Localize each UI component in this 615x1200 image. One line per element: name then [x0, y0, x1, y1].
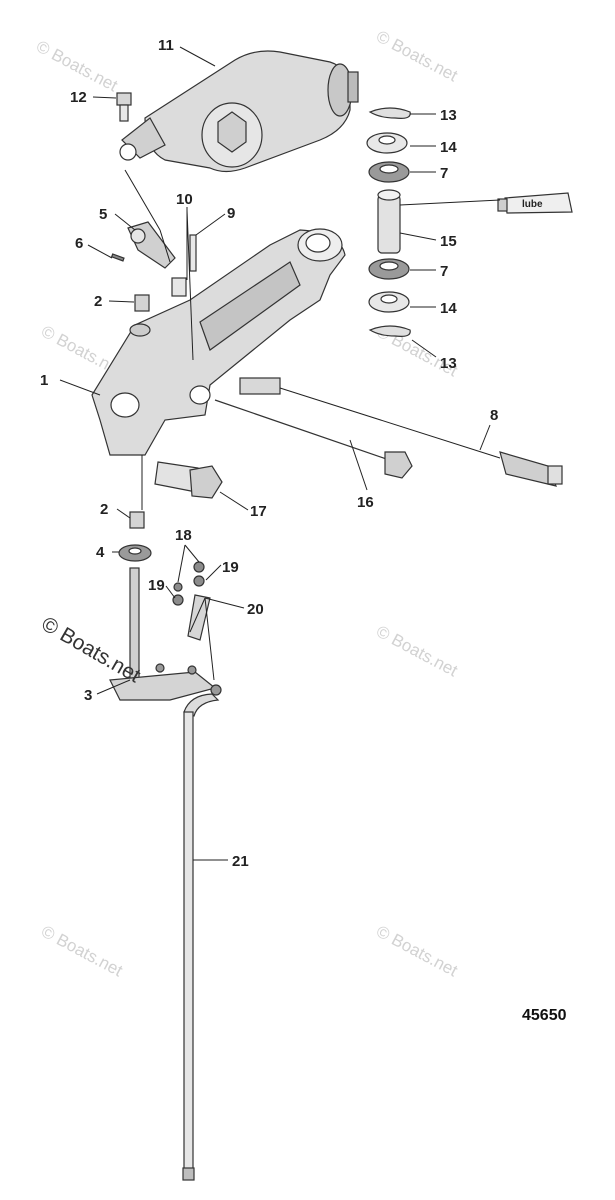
sleeve-bolt: [154, 461, 223, 499]
sensor-cable: [239, 377, 563, 487]
shift-rod: [182, 684, 222, 1181]
callout-1: 1: [40, 372, 48, 389]
watermark: © Boats.net: [373, 27, 461, 86]
watermark: © Boats.net: [33, 37, 121, 96]
callout-19: 19: [222, 559, 239, 576]
callout-2: 2: [94, 293, 102, 310]
watermark-overlay: © Boats.net: [38, 612, 145, 687]
callout-7: 7: [440, 165, 448, 182]
lube-label: lube: [522, 199, 543, 210]
callout-14: 14: [440, 300, 457, 317]
callout-8: 8: [490, 407, 498, 424]
lube-tube: lube: [497, 192, 573, 214]
callout-15: 15: [440, 233, 457, 250]
callout-21: 21: [232, 853, 249, 870]
callout-17: 17: [250, 503, 267, 520]
callout-10: 10: [176, 191, 193, 208]
watermark: © Boats.net: [373, 922, 461, 981]
callout-7: 7: [440, 263, 448, 280]
callout-4: 4: [96, 544, 105, 561]
callout-13: 13: [440, 107, 457, 124]
callout-19: 19: [148, 577, 165, 594]
callout-20: 20: [247, 601, 264, 618]
callout-14: 14: [440, 139, 457, 156]
link-parts: [172, 561, 211, 641]
small-hardware: [110, 221, 197, 562]
watermark: © Boats.net: [373, 622, 461, 681]
shift-lever: [109, 567, 217, 701]
callout-6: 6: [75, 235, 83, 252]
callout-13: 13: [440, 355, 457, 372]
watermark: © Boats.net: [38, 922, 126, 981]
callout-3: 3: [84, 687, 92, 704]
callout-18: 18: [175, 527, 192, 544]
leader-lines: [59, 46, 501, 861]
screw: [116, 92, 132, 122]
callout-5: 5: [99, 206, 107, 223]
actuator-motor: [119, 50, 359, 173]
callout-9: 9: [227, 205, 235, 222]
steering-bracket: [91, 228, 346, 456]
figure-number: 45650: [522, 1007, 567, 1024]
callout-2: 2: [100, 501, 108, 518]
callout-11: 11: [158, 37, 174, 54]
callout-16: 16: [357, 494, 374, 511]
pin-stack: [366, 107, 411, 337]
callouts: 1 2 2 3 4 5 6 7 7 8 9 10 11 12 13 13 14 …: [40, 37, 498, 870]
callout-12: 12: [70, 89, 87, 106]
long-bolt: [214, 399, 413, 479]
